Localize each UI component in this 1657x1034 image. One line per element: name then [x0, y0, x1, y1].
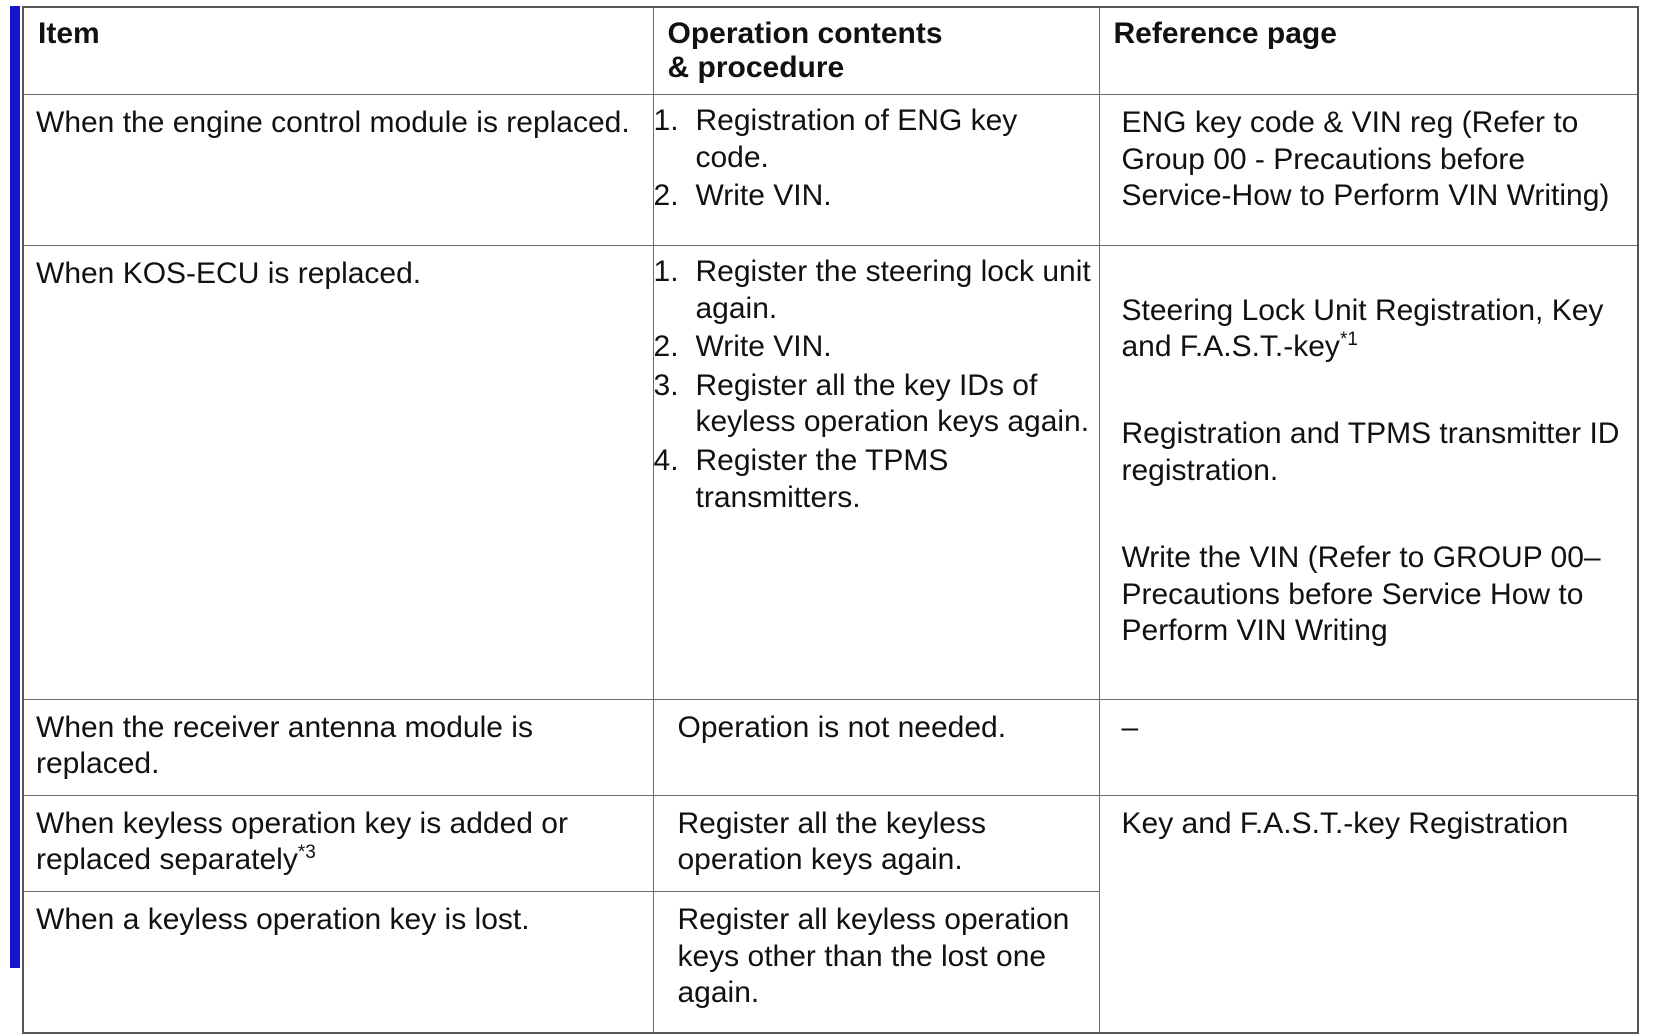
row-1-operation-steps: Registration of ENG key code. Write VIN. — [654, 103, 1099, 215]
row-1-item-text: When the engine control module is replac… — [36, 106, 630, 139]
column-header-operation: Operation contents & procedure — [652, 6, 1100, 95]
row-4-reference-text: Key and F.A.S.T.-key Registration — [1121, 806, 1569, 840]
row-5-operation-text: Register all keyless operation keys othe… — [677, 902, 1070, 1010]
column-header-reference-label: Reference page — [1113, 17, 1337, 50]
row-2-reference-paragraph-3: Write the VIN (Refer to GROUP 00–Precaut… — [1121, 541, 1601, 648]
table-row: When the receiver antenna module is repl… — [22, 698, 1639, 796]
operation-step: Register all the key IDs of keyless oper… — [654, 368, 1090, 439]
row-2-item-cell: When KOS-ECU is replaced. — [22, 245, 654, 700]
blue-margin-bar — [10, 6, 20, 968]
row-2-operation-cell: Register the steering lock unit again. W… — [652, 245, 1100, 700]
row-3-reference-cell: – — [1098, 698, 1639, 796]
row-3-item-text: When the receiver antenna module is repl… — [36, 710, 533, 781]
row-4-operation-cell: Register all the keyless operation keys … — [652, 794, 1100, 892]
row-1-reference-text: ENG key code & VIN reg (Refer to Group 0… — [1121, 106, 1610, 213]
service-operation-table: Item Operation contents & procedure Refe… — [22, 6, 1639, 1034]
operation-step: Registration of ENG key code. — [654, 103, 1018, 174]
service-operation-table-container: Item Operation contents & procedure Refe… — [22, 6, 1639, 1034]
row-4-item-text: When keyless operation key is added or r… — [24, 796, 653, 891]
row-4-5-reference-cell: Key and F.A.S.T.-key Registration — [1098, 794, 1639, 1034]
row-4-operation-text: Register all the keyless operation keys … — [677, 806, 986, 877]
row-5-item-text: When a keyless operation key is lost. — [36, 902, 530, 936]
column-header-item: Item — [22, 6, 654, 95]
row-2-item-text: When KOS-ECU is replaced. — [36, 257, 422, 290]
operation-step: Write VIN. — [654, 178, 832, 214]
operation-step: Register the TPMS transmitters. — [654, 443, 949, 514]
table-header-row: Item Operation contents & procedure Refe… — [22, 6, 1639, 95]
row-2-reference-text-1: Steering Lock Unit Registration, Key and… — [1121, 293, 1604, 364]
row-3-reference-text: – — [1121, 710, 1139, 744]
table-row: When the engine control module is replac… — [22, 94, 1639, 246]
row-3-operation-cell: Operation is not needed. — [652, 698, 1100, 796]
footnote-marker: *3 — [297, 842, 316, 864]
row-2-reference-paragraph-2: Registration and TPMS transmitter ID reg… — [1121, 417, 1620, 487]
row-4-item-cell: When keyless operation key is added or r… — [22, 794, 654, 892]
table-row: When a keyless operation key is lost. Re… — [22, 890, 1638, 1034]
row-1-operation-cell: Registration of ENG key code. Write VIN. — [652, 94, 1100, 246]
row-4-item-label: When keyless operation key is added or r… — [36, 806, 568, 877]
column-header-item-label: Item — [38, 17, 100, 50]
row-2-reference-group: Steering Lock Unit Registration, Key and… — [1100, 246, 1638, 699]
row-1-item-cell: When the engine control module is replac… — [22, 94, 654, 246]
row-1-reference-cell: ENG key code & VIN reg (Refer to Group 0… — [1098, 94, 1639, 246]
row-2-reference-cell: Steering Lock Unit Registration, Key and… — [1098, 245, 1639, 700]
column-header-reference: Reference page — [1098, 6, 1639, 95]
row-2-operation-steps: Register the steering lock unit again. W… — [654, 254, 1099, 516]
row-5-operation-cell: Register all keyless operation keys othe… — [652, 890, 1100, 1034]
table-row: When KOS-ECU is replaced. Register the s… — [22, 245, 1639, 700]
table-row: When keyless operation key is added or r… — [22, 794, 1639, 1034]
operation-step: Register the steering lock unit again. — [654, 254, 1091, 325]
row-5-item-cell: When a keyless operation key is lost. — [22, 890, 654, 1034]
row-3-operation-text: Operation is not needed. — [677, 710, 1007, 744]
operation-step: Write VIN. — [654, 329, 832, 365]
row-3-item-cell: When the receiver antenna module is repl… — [22, 698, 654, 796]
column-header-operation-label: Operation contents & procedure — [667, 17, 943, 84]
footnote-marker: *1 — [1339, 329, 1358, 351]
row-2-reference-paragraph-1: Steering Lock Unit Registration, Key and… — [1122, 293, 1628, 366]
